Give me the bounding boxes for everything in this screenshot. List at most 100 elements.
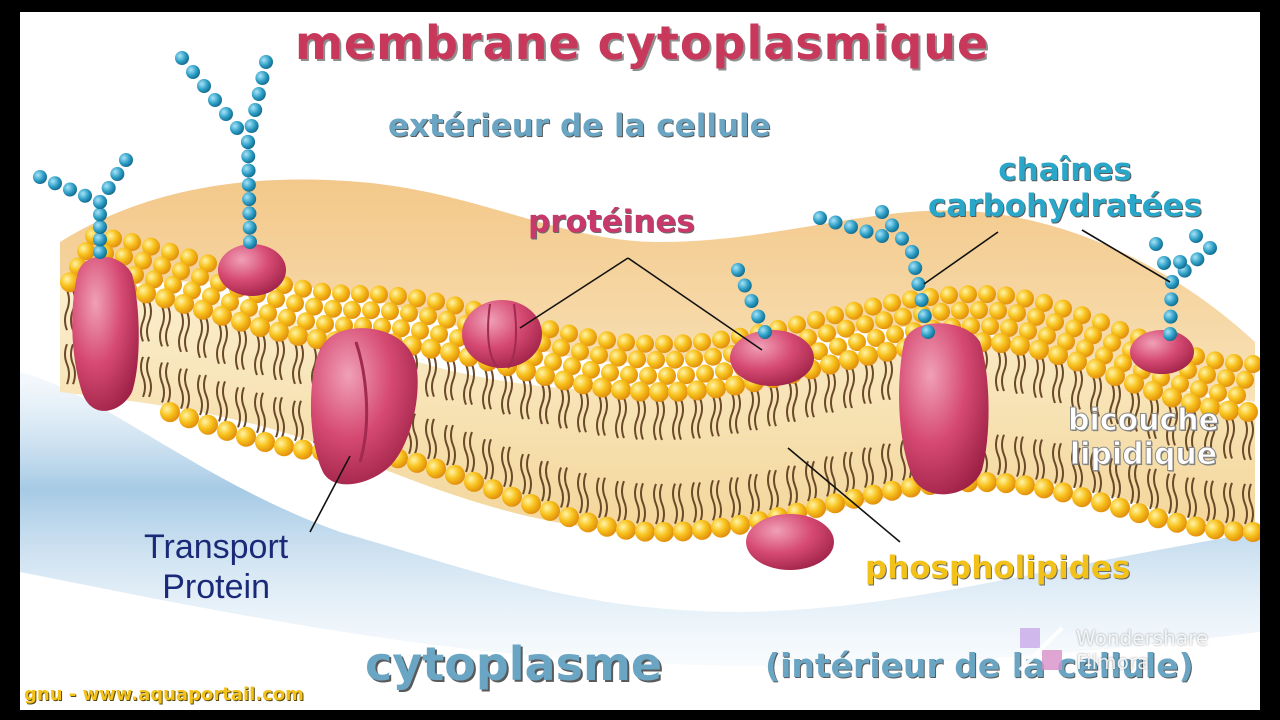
lipid-head [1015,475,1035,496]
lipid-tail [824,372,830,497]
lipid-head [886,325,904,344]
label-carbo-line2: carbohydratées [928,188,1203,224]
lipid-tail [697,397,703,523]
lipid-tail [1229,418,1235,524]
sugar-bead [242,206,257,221]
lipid-tail [596,395,602,519]
lipid-tail [640,399,646,524]
lipid-head [592,377,612,398]
lipid-head [411,321,429,340]
lipid-tail [1248,419,1254,525]
lipid-head [351,285,369,303]
lipid-tail [203,317,209,416]
label-lipid-bilayer: bicouche lipidique [1068,403,1220,472]
lipid-head [692,519,712,540]
sugar-bead [251,87,266,101]
sugar-bead [1163,327,1177,341]
lipid-head [541,320,559,339]
lipid-head [324,299,342,318]
lipid-head [563,357,581,376]
filmora-logo-icon [1018,626,1064,672]
lipid-head [155,288,175,309]
sugar-bead [1157,256,1171,270]
lipid-head [427,292,445,311]
lipid-head [426,458,446,479]
sugar-bead [110,167,125,181]
sugar-bead [921,325,935,339]
lipid-head [844,488,864,509]
sugar-bead [1189,229,1203,243]
lipid-tail [716,395,722,521]
lipid-head [630,381,650,402]
lipid-tail [1039,357,1045,480]
lipid-head [1225,354,1243,372]
lipid-tail [279,339,285,438]
sugar-bead [33,170,47,184]
lipid-tail [469,364,475,473]
lipid-head [269,321,289,342]
lipid-head [1228,386,1246,405]
lipid-head [674,334,692,353]
lipid-tail [197,317,203,416]
lipid-head [199,254,217,273]
lipid-head [1038,326,1056,345]
lipid-head [1238,401,1258,422]
sugar-bead [917,309,932,323]
lipid-tail [792,381,798,507]
sugar-bead [1163,309,1178,324]
lipid-head [136,283,156,304]
lipid-head [863,484,883,505]
label-cytoplasm: cytoplasme [365,637,663,691]
lipid-head [293,439,313,460]
lipid-head [332,284,350,303]
lipid-head [1111,321,1129,339]
lipid-head [191,267,209,286]
lipid-head [932,302,950,321]
lipid-head [161,242,179,261]
lipid-head [839,350,859,370]
lipid-head [894,307,912,326]
lipid-tail [235,329,241,428]
lipid-head [392,319,410,338]
lipid-tail [583,391,589,514]
lipid-head [1162,387,1182,408]
lipid-tail [672,399,678,524]
lipid-tail [64,289,70,385]
sugar-bead [63,182,77,197]
lipid-tail [1191,410,1197,518]
lipid-head [1124,373,1144,394]
lipid-tail [507,373,513,488]
lipid-tail [1223,418,1229,524]
lipid-head [1027,307,1045,326]
sugar-bead [93,195,107,209]
lipid-tail [564,388,570,508]
lipid-head [198,414,218,435]
lipid-head [981,317,999,336]
lipid-head [134,251,152,270]
sugar-bead [1165,275,1179,289]
label-carbohydrate-chains: chaînes carbohydratées [928,152,1202,224]
lipid-tail [1071,369,1077,489]
sugar-bead [908,261,923,275]
lipid-head [560,324,578,343]
lipid-tail [216,323,222,422]
watermark-line1: Wondershare [1076,626,1209,650]
lipid-head [286,294,304,313]
sugar-bead [1164,292,1179,307]
lipid-tail [1052,362,1058,484]
lipid-head [677,366,695,385]
lipid-tail [1014,353,1020,477]
lipid-tail [691,397,697,523]
lipid-head [115,247,133,266]
lipid-head [381,302,399,321]
lipid-head [725,375,745,396]
lipid-head [255,432,275,452]
lipid-head [687,380,707,401]
sugar-bead [219,107,233,121]
sugar-bead [828,215,843,230]
label-cell-exterior: extérieur de la cellule [388,108,771,144]
sugar-bead [208,93,222,107]
lipid-head [867,328,885,347]
lipid-head [1019,322,1037,341]
lipid-head [274,436,294,457]
